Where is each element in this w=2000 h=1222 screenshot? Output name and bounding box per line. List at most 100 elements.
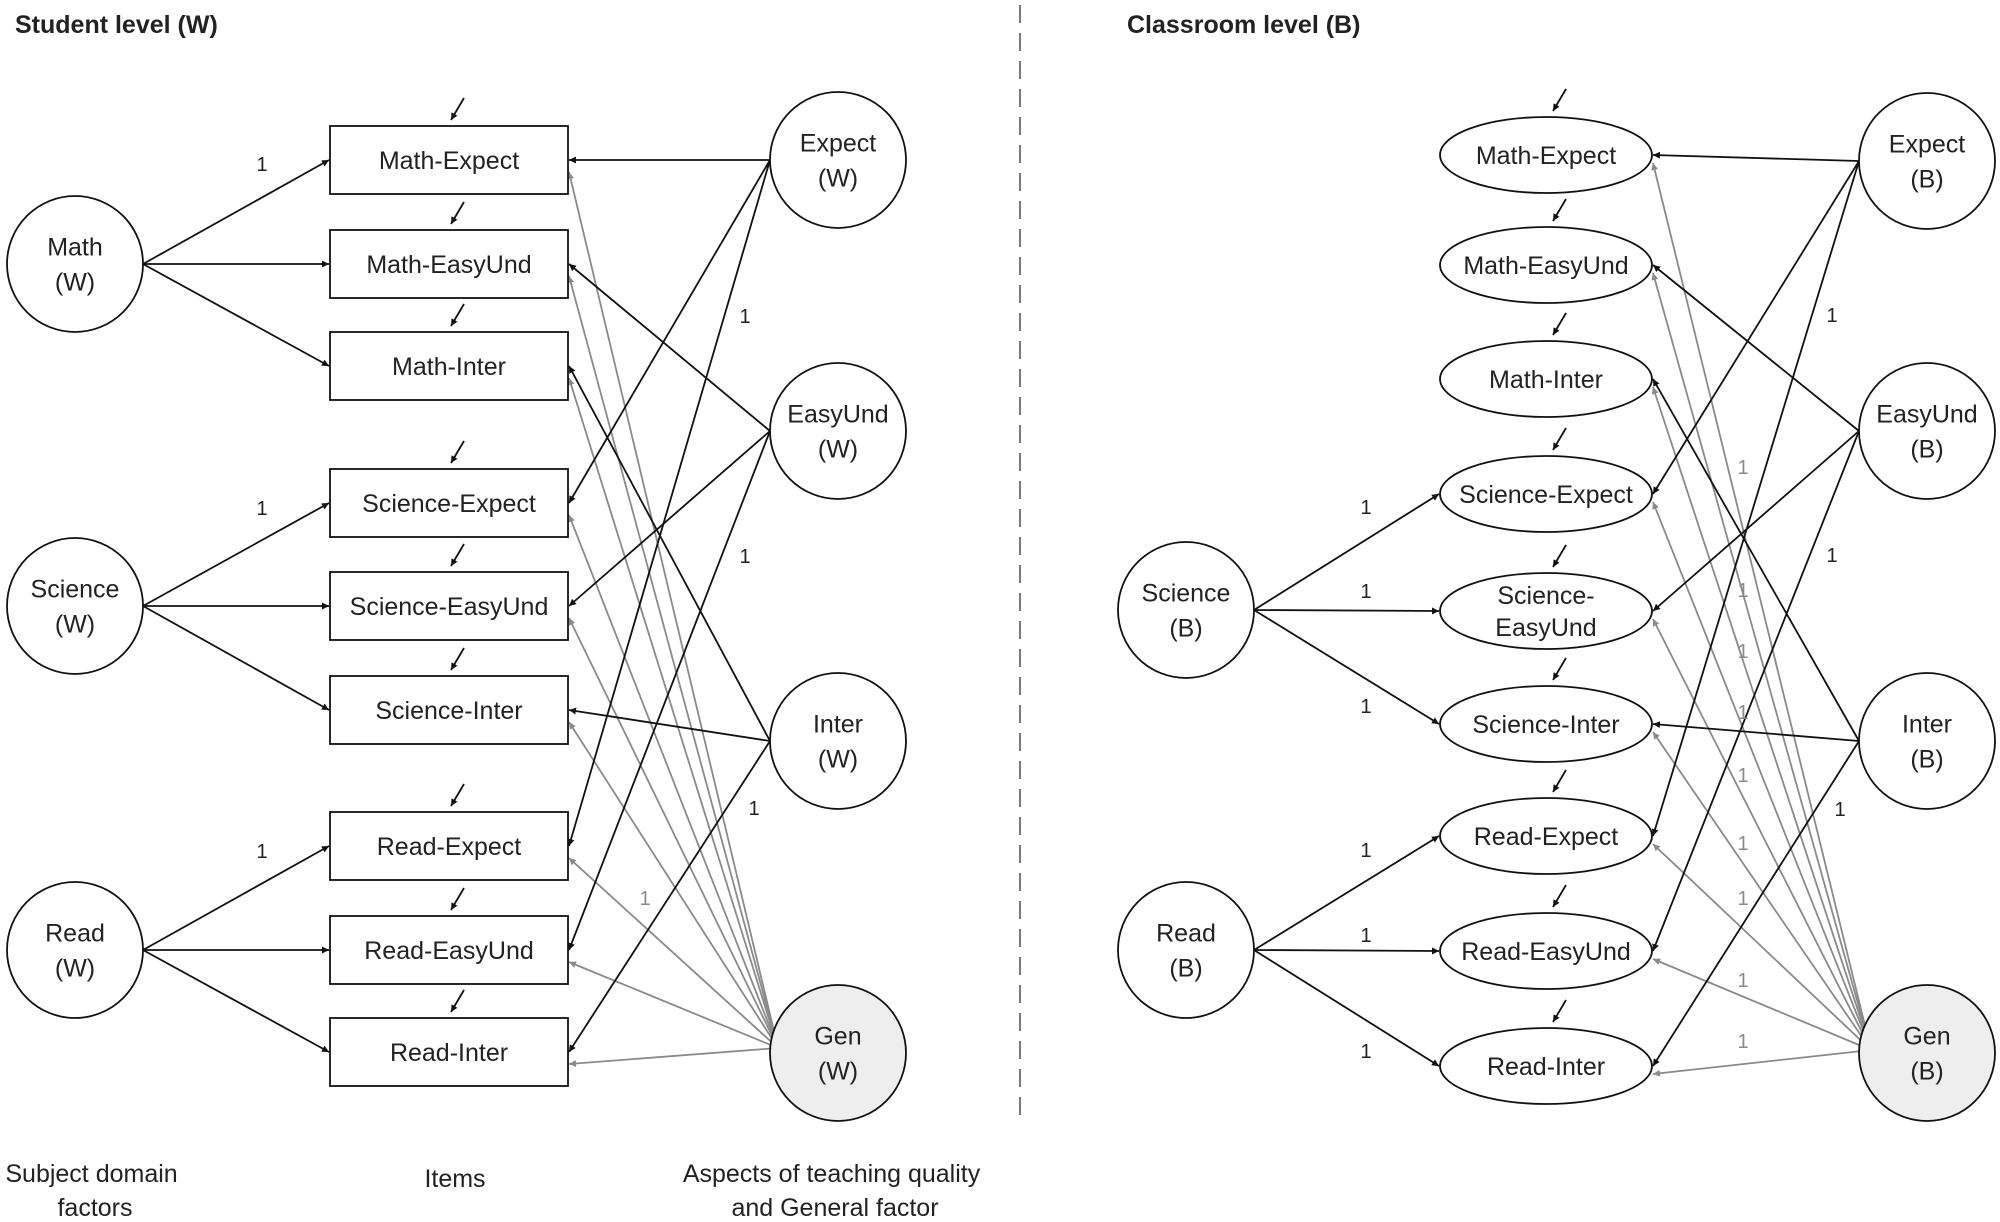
path-gen-w-m-exp	[567, 171, 779, 1049]
residual-arrows	[450, 88, 1567, 1023]
item-label-b-r-easy: Read-EasyUnd	[1461, 938, 1631, 966]
item-ellipse-b-s-easy	[1439, 572, 1653, 650]
residual-w-r-exp	[450, 783, 465, 807]
coef-science-b-0: 1	[1360, 497, 1371, 519]
caption-aspects-general-factor: Aspects of teaching quality and General …	[683, 1160, 987, 1222]
coef-gen-b-8: 1	[1737, 1031, 1748, 1053]
path-gen-b-r-easy	[1652, 958, 1872, 1051]
science-w-factor-label: Science(W)	[31, 576, 120, 639]
residual-b-s-int	[1552, 657, 1567, 681]
easy-b-factor-circle	[1858, 362, 1996, 500]
gen-w-factor-circle	[769, 984, 907, 1122]
item-label-w-s-easy: Science-EasyUnd	[350, 593, 549, 621]
path-expect-b-m-exp	[1652, 151, 1860, 162]
easy-w-factor-circle	[769, 362, 907, 500]
path-inter-w-m-int	[568, 365, 771, 742]
residual-w-m-easy	[450, 201, 465, 225]
residual-b-m-easy	[1552, 198, 1567, 222]
coef-easy-b: 1	[1826, 545, 1837, 567]
item-label-b-s-exp: Science-Expect	[1459, 481, 1633, 509]
item-label-w-m-easy: Math-EasyUnd	[366, 251, 531, 279]
item-box-w-r-easy	[329, 915, 569, 985]
caption-items: Items	[424, 1165, 485, 1193]
diagram-nodes	[6, 91, 1996, 1122]
coef-inter-w: 1	[748, 798, 759, 820]
science-b-factor-label: Science(B)	[1142, 580, 1231, 643]
residual-w-m-int	[450, 303, 465, 327]
path-gen-b-s-int	[1652, 731, 1872, 1051]
coef-expect-b: 1	[1826, 305, 1837, 327]
path-expect-b-s-exp	[1652, 160, 1860, 495]
item-ellipse-b-r-easy	[1439, 912, 1653, 990]
coef-read-w: 1	[256, 841, 267, 863]
path-science-w-s-int	[142, 605, 330, 711]
path-easy-b-m-easy	[1652, 264, 1860, 432]
item-box-w-s-exp	[329, 468, 569, 538]
path-expect-w-r-exp	[567, 159, 771, 847]
residual-b-r-easy	[1552, 884, 1567, 908]
coef-gen-w: 1	[639, 888, 650, 910]
item-box-w-m-easy	[329, 229, 569, 299]
residual-w-s-easy	[450, 543, 465, 567]
item-ellipse-b-m-exp	[1439, 116, 1653, 194]
item-box-w-m-int	[329, 331, 569, 401]
item-box-w-s-easy	[329, 571, 569, 641]
path-inter-w-r-int	[568, 740, 771, 1053]
expect-w-factor-label: Expect(W)	[800, 130, 876, 193]
coef-read-b-0: 1	[1360, 840, 1371, 862]
gen-b-factor-label: Gen(B)	[1903, 1023, 1950, 1086]
item-box-w-m-exp	[329, 125, 569, 195]
path-easy-w-m-easy	[568, 263, 771, 432]
coef-read-b-1: 1	[1360, 925, 1371, 947]
path-expect-w-s-exp	[568, 159, 771, 504]
student-level-heading: Student level (W)	[15, 11, 218, 39]
path-math-w-m-exp	[142, 159, 330, 265]
coef-gen-b-1: 1	[1737, 580, 1748, 602]
residual-b-m-exp	[1552, 88, 1567, 112]
item-label-w-r-exp: Read-Expect	[377, 833, 522, 861]
path-inter-b-m-int	[1652, 378, 1860, 742]
item-box-w-r-int	[329, 1017, 569, 1087]
path-math-w-m-int	[142, 263, 330, 367]
math-w-factor-circle	[6, 195, 144, 333]
inter-b-factor-circle	[1858, 672, 1996, 810]
path-gen-b-r-exp	[1652, 843, 1872, 1051]
coef-gen-b-6: 1	[1737, 888, 1748, 910]
inter-w-factor-label: Inter(W)	[813, 711, 863, 774]
item-label-b-m-int: Math-Inter	[1489, 366, 1603, 394]
residual-w-r-int	[450, 989, 465, 1013]
path-read-b-r-easy	[1253, 947, 1440, 955]
path-gen-b-r-int	[1652, 1049, 1872, 1077]
path-read-w-r-int	[142, 949, 330, 1053]
coef-gen-b-0: 1	[1737, 457, 1748, 479]
path-gen-w-m-int	[567, 377, 779, 1049]
item-label-w-m-int: Math-Inter	[392, 353, 506, 381]
coef-inter-b: 1	[1834, 799, 1845, 821]
residual-w-r-easy	[450, 887, 465, 911]
item-label-b-m-exp: Math-Expect	[1476, 142, 1616, 170]
path-gen-w-m-easy	[567, 275, 779, 1049]
path-gen-w-s-easy	[568, 617, 779, 1049]
residual-b-s-exp	[1552, 427, 1567, 451]
item-ellipse-b-r-int	[1439, 1027, 1653, 1105]
residual-w-s-exp	[450, 440, 465, 464]
path-inter-b-r-int	[1652, 740, 1860, 1067]
path-gen-b-s-easy	[1652, 618, 1872, 1051]
item-label-w-r-int: Read-Inter	[390, 1039, 508, 1067]
caption-subject-domain-factors: Subject domain factors	[5, 1160, 184, 1222]
coef-gen-b-3: 1	[1737, 702, 1748, 724]
residual-b-m-int	[1552, 312, 1567, 336]
path-science-w-s-exp	[142, 502, 330, 607]
coef-easy-w: 1	[739, 546, 750, 568]
coef-science-b-2: 1	[1360, 696, 1371, 718]
path-gen-b-m-exp	[1651, 162, 1872, 1051]
path-science-b-s-int	[1253, 609, 1440, 725]
item-ellipse-b-m-int	[1439, 340, 1653, 418]
coef-gen-b-2: 1	[1737, 641, 1748, 663]
expect-b-factor-circle	[1858, 92, 1996, 230]
coef-science-b-1: 1	[1360, 581, 1371, 603]
item-label-b-s-int: Science-Inter	[1472, 711, 1619, 739]
path-gen-w-r-int	[568, 1047, 779, 1067]
path-read-b-r-int	[1253, 949, 1440, 1067]
path-gen-b-s-exp	[1652, 501, 1872, 1051]
